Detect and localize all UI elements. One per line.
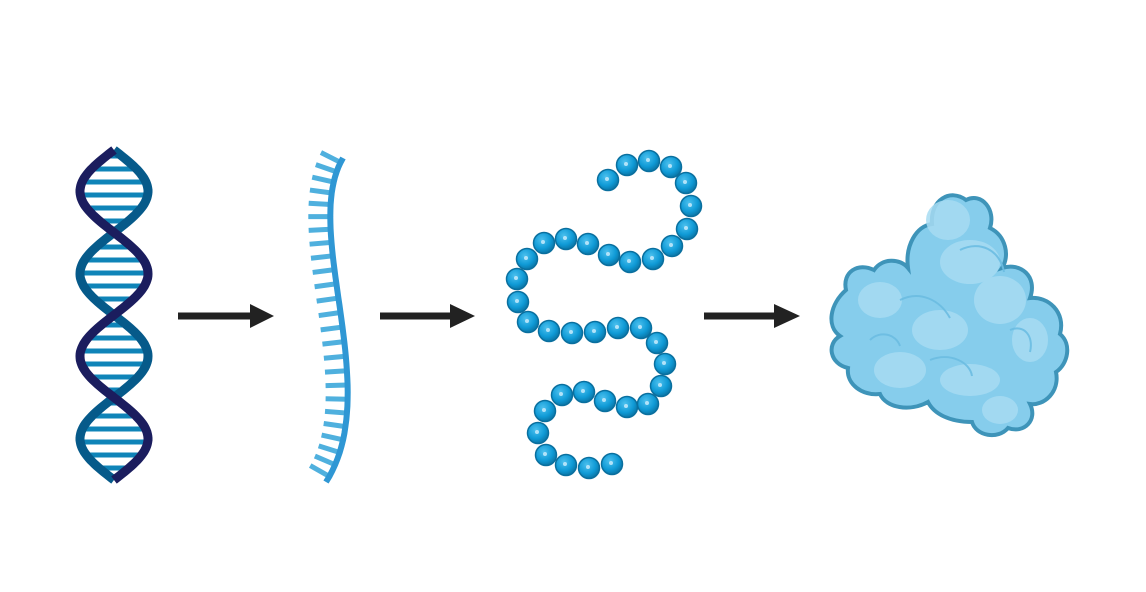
nucleotide-tick [317,443,341,455]
arrow-polypeptide-to-protein [704,304,800,328]
mrna-strand-icon [308,150,351,484]
bead-highlight [541,240,545,244]
dna-double-helix-icon [75,146,153,484]
bead-highlight [515,299,519,303]
bead-highlight [668,164,672,168]
bead-highlight [654,340,658,344]
bead-highlight [638,325,642,329]
nucleotide-tick [308,226,331,233]
bead-highlight [624,162,628,166]
bead-highlight [542,408,546,412]
nucleotide-tick [314,281,337,290]
bead-highlight [683,180,687,184]
bead-highlight [514,276,518,280]
bead-highlight [606,252,610,256]
nucleotide-tick [324,368,348,375]
bead-highlight [563,236,567,240]
bead-highlight [658,383,662,387]
bead-highlight [581,389,585,393]
bead-highlight [615,325,619,329]
bead-highlight [525,319,529,323]
bead-highlight [646,158,650,162]
bead-highlight [645,401,649,405]
bead-highlight [627,259,631,263]
bead-highlight [650,256,654,260]
bead-highlight [609,461,613,465]
bead-highlight [559,392,563,396]
bead-highlight [569,330,573,334]
folded-protein-icon [829,193,1070,438]
helix-strand [75,146,153,484]
nucleotide-tick [308,200,331,208]
nucleotide-tick [319,150,342,165]
rna-backbone [323,156,351,484]
bead-highlight [688,203,692,207]
nucleotide-tick [322,339,345,347]
bead-highlight [543,452,547,456]
nucleotide-tick [309,239,332,247]
nucleotide-tick [313,453,337,468]
bead-highlight [684,226,688,230]
arrow-mrna-to-polypeptide [380,304,475,328]
bead-highlight [602,398,606,402]
nucleotide-tick [325,382,348,389]
nucleotide-tick [310,253,334,261]
nucleotide-tick [318,310,341,319]
bead-highlight [586,465,590,469]
bead-highlight [624,404,628,408]
bead-highlight [585,241,589,245]
nucleotide-tick [312,267,335,275]
nucleotide-tick [324,408,348,416]
bead-highlight [669,243,673,247]
bead-highlight [592,329,596,333]
bead-highlight [524,256,528,260]
nucleotide-tick [314,162,338,175]
nucleotide-tick [321,432,344,443]
bead-highlight [535,430,539,434]
arrow-dna-to-mrna [178,304,274,328]
nucleotide-tick [308,463,331,479]
nucleotide-tick [316,295,339,304]
bead-highlight [662,361,666,365]
nucleotide-tick [309,187,333,196]
nucleotide-tick [320,324,343,333]
nucleotide-tick [323,421,346,430]
bead-highlight [605,177,609,181]
nucleotide-tick [311,174,335,185]
nucleotide-tick [323,353,347,361]
polypeptide-chain-icon [505,149,703,480]
bead-highlight [563,462,567,466]
bead-highlight [546,328,550,332]
